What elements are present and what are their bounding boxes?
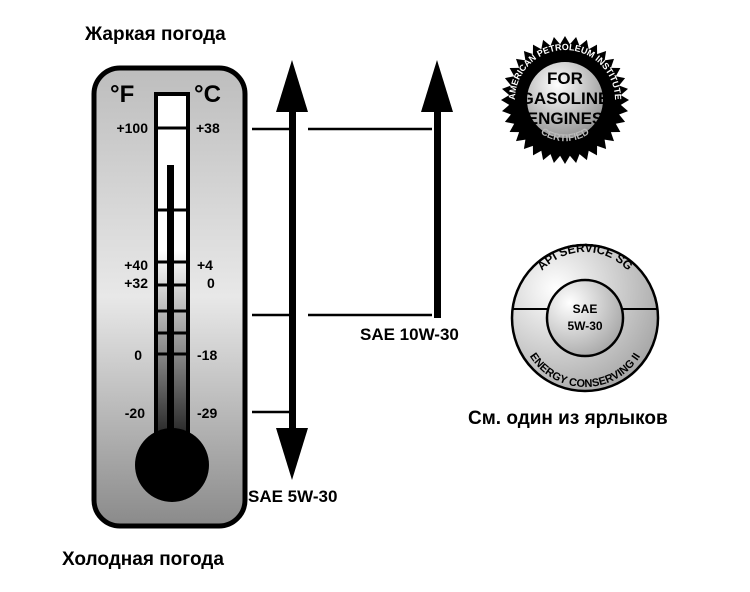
scale-f-label: +32 xyxy=(124,275,148,291)
scale-c-label: +38 xyxy=(196,120,220,136)
scale-c-label: -18 xyxy=(197,347,217,363)
sae-5w30-label: SAE 5W-30 xyxy=(248,487,337,506)
hot-weather-label: Жаркая погода xyxy=(84,24,226,45)
unit-celsius: °C xyxy=(194,81,221,108)
cold-weather-label: Холодная погода xyxy=(62,549,224,570)
sae-5w30-range-arrow xyxy=(276,60,308,480)
scale-f-label: 0 xyxy=(134,347,142,363)
scale-f-label: +40 xyxy=(124,257,148,273)
mercury-column xyxy=(167,165,174,445)
temperature-reference-lines xyxy=(252,127,432,414)
seal-center-line: 5W-30 xyxy=(567,319,602,333)
thermometer: °F °C +100 +40 +32 0 -20 +38 +4 0 -18 -2… xyxy=(91,65,248,529)
scale-f-label: -20 xyxy=(125,405,145,421)
api-service-seal: API SERVICE SG ENERGY CONSERVING II SAE … xyxy=(510,241,660,393)
seal-center-line: FOR xyxy=(547,69,583,88)
api-certified-seal: AMERICAN PETROLEUM INSTITUTE CERTIFIED F… xyxy=(501,36,629,164)
scale-c-label: +4 xyxy=(197,257,213,273)
scale-c-label: 0 xyxy=(207,275,215,291)
scale-c-label: -29 xyxy=(197,405,217,421)
fahrenheit-scale: +100 +40 +32 0 -20 xyxy=(116,120,148,421)
sae-10w30-range-arrow xyxy=(421,60,453,318)
sae-10w30-label: SAE 10W-30 xyxy=(360,325,459,344)
celsius-scale: +38 +4 0 -18 -29 xyxy=(196,120,220,421)
seal-center-line: SAE xyxy=(573,302,598,316)
seal-center-line: ENGINES xyxy=(527,109,604,128)
see-label-caption: См. один из ярлыков xyxy=(468,408,668,429)
thermometer-bulb xyxy=(135,428,209,502)
seal-ring-bottom: CERTIFIED xyxy=(539,126,592,144)
seal-center-line: GASOLINE xyxy=(521,89,610,108)
scale-f-label: +100 xyxy=(116,120,148,136)
unit-fahrenheit: °F xyxy=(110,81,134,108)
